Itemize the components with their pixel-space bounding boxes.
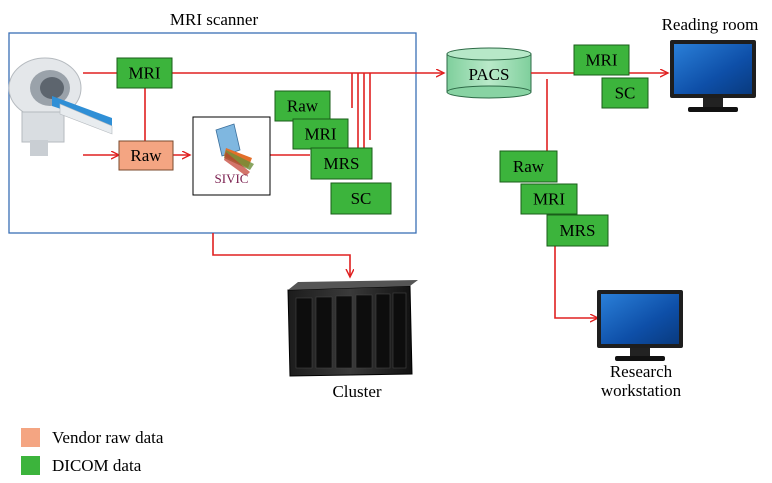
legend-label-dicom: DICOM data <box>52 456 142 475</box>
pacs-label: PACS <box>469 65 510 84</box>
sivic-output-raw <box>274 90 331 122</box>
sivic-logo-icon <box>215 123 254 176</box>
legend: Vendor raw data DICOM data <box>21 428 164 475</box>
sivic-label: SIVIC <box>215 171 249 186</box>
server-cluster-icon <box>287 280 418 377</box>
research-label-line2: workstation <box>601 381 682 400</box>
cluster-label: Cluster <box>332 382 381 401</box>
scanner-title: MRI scanner <box>170 10 259 29</box>
reading-sc-box <box>601 77 649 109</box>
scanner-mri-box <box>116 57 173 89</box>
research-label-line1: Research <box>610 362 673 381</box>
research-box-label: Raw <box>513 157 545 176</box>
mri-machine-icon <box>8 57 113 156</box>
sivic-output-label: Raw <box>287 97 319 116</box>
research-box-label: MRS <box>560 221 596 240</box>
monitor-icon <box>670 40 756 112</box>
sivic-output-mrs <box>310 147 373 180</box>
scanner-raw-label: Raw <box>130 146 162 165</box>
legend-label-vendor: Vendor raw data <box>52 428 164 447</box>
research-box-label: MRI <box>533 190 565 209</box>
sivic-output-label: SC <box>351 189 372 208</box>
sivic-output-label: MRS <box>324 154 360 173</box>
sivic-output-mri <box>292 118 349 150</box>
scanner-mri-label: MRI <box>128 64 160 83</box>
legend-swatch-vendor <box>21 428 40 447</box>
legend-swatch-dicom <box>21 456 40 475</box>
research-mri-box <box>520 183 578 215</box>
reading-mri-box <box>573 44 630 76</box>
reading-room-label: Reading room <box>662 15 759 34</box>
research-mrs-box <box>546 214 609 247</box>
research-raw-box <box>499 150 558 183</box>
reading-box-label: MRI <box>585 51 617 70</box>
sivic-output-label: MRI <box>304 125 336 144</box>
sivic-output-sc <box>330 182 392 215</box>
scanner-raw-box <box>118 140 174 171</box>
monitor-icon <box>597 290 683 361</box>
reading-box-label: SC <box>615 84 636 103</box>
